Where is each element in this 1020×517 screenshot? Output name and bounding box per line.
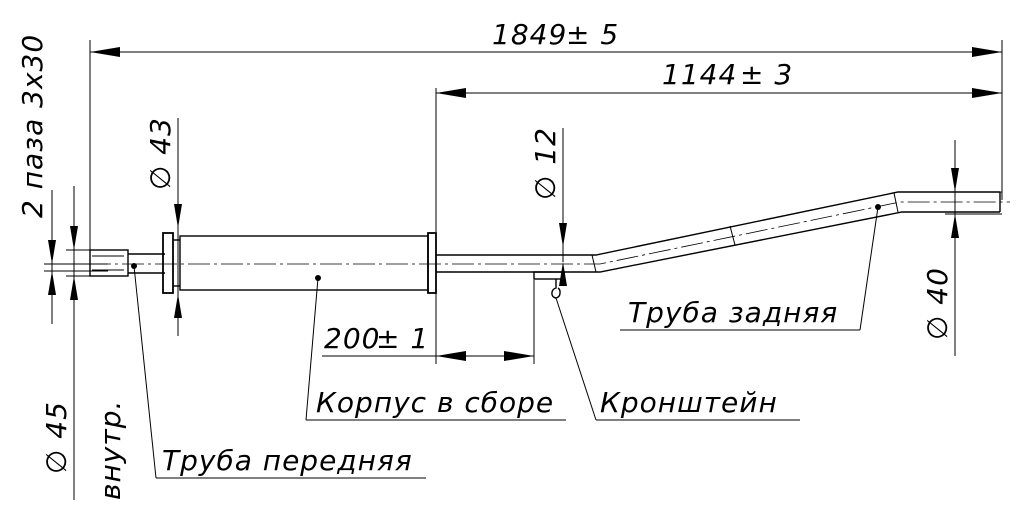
inner-note: внутр. — [94, 400, 127, 500]
front-inner-diameter-value: ∅ 45 — [40, 401, 73, 474]
body-assembly-callout: Корпус в сборе — [305, 277, 566, 421]
front-pipe-label: Труба передняя — [162, 444, 413, 477]
body-offset-tolerance: ± 1 — [376, 322, 429, 355]
rear-pipe-callout: Труба задняя — [620, 206, 879, 331]
rear-diameter: ∅ 40 — [921, 140, 1002, 356]
front-pipe — [89, 249, 165, 277]
bracket-label: Кронштейн — [600, 386, 778, 419]
bracket-diameter-value: ∅ 12 — [529, 127, 562, 200]
rear-dimension: 1144 ± 3 — [435, 58, 1002, 232]
rear-length-value: 1144 — [662, 58, 737, 91]
body-assembly-label: Корпус в сборе — [316, 386, 554, 419]
rear-diameter-value: ∅ 40 — [921, 267, 954, 340]
front-inner-diameter: ∅ 45 внутр. — [40, 186, 127, 500]
rear-length-tolerance: ± 3 — [740, 58, 793, 91]
flange-diameter: ∅ 43 — [144, 117, 182, 336]
overall-length-tolerance: ± 5 — [566, 18, 619, 51]
slots-label: 2 паза 3х30 — [16, 34, 49, 218]
bracket-diameter: ∅ 12 — [529, 127, 567, 286]
rear-pipe — [436, 191, 1001, 273]
front-pipe-callout: Труба передняя — [133, 265, 426, 479]
muffler-body — [162, 232, 437, 294]
bracket-callout: Кронштейн — [555, 297, 800, 421]
flange-diameter-value: ∅ 43 — [144, 117, 177, 190]
slots-dimension: 2 паза 3х30 — [16, 34, 108, 324]
body-offset-dimension: 200 ± 1 — [322, 280, 535, 364]
rear-pipe-label: Труба задняя — [628, 296, 838, 329]
body-offset-value: 200 — [324, 322, 380, 355]
overall-dimension: 1849 ± 5 — [89, 18, 1003, 262]
center-axis — [56, 201, 1010, 265]
overall-length-value: 1849 — [492, 18, 567, 51]
bracket — [533, 271, 565, 299]
